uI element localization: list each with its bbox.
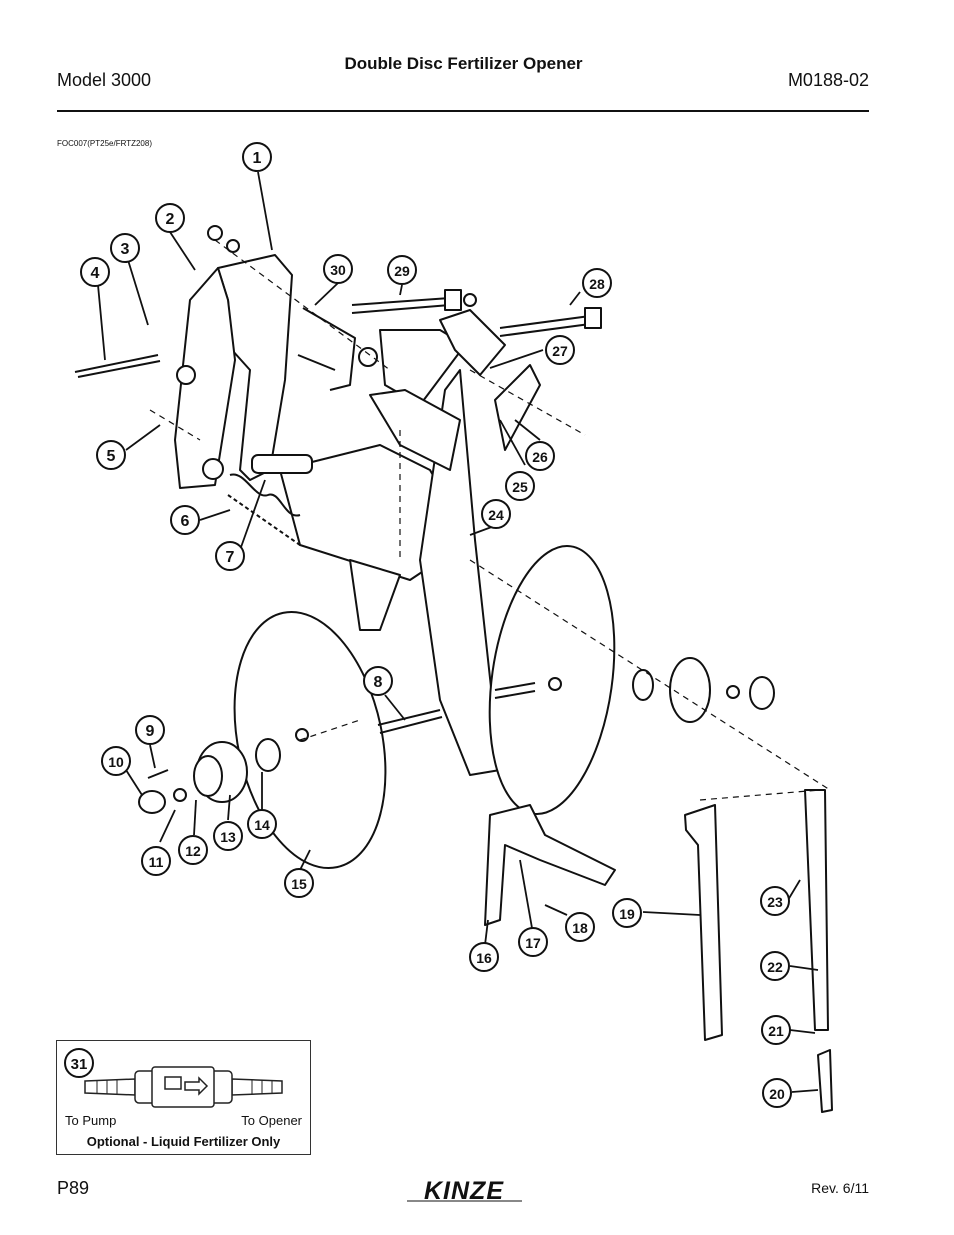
page-title: Double Disc Fertilizer Opener — [344, 54, 583, 73]
callout-circle-15 — [284, 868, 314, 898]
callout-15: 15 — [291, 876, 307, 892]
callout-circle-29 — [387, 255, 417, 285]
callout-12: 12 — [185, 843, 201, 859]
callout-31: 31 — [71, 1056, 88, 1073]
callout-24: 24 — [488, 507, 504, 523]
callout-circle-16 — [469, 942, 499, 972]
callout-1: 1 — [253, 150, 262, 167]
callout-circle-13 — [213, 821, 243, 851]
callout-20: 20 — [769, 1086, 785, 1102]
figure-id: FOC007(PT25e/FRTZ208) — [57, 139, 152, 148]
callout-circle-2 — [155, 203, 185, 233]
callout-circle-11 — [141, 846, 171, 876]
callout-circle-24 — [481, 499, 511, 529]
callout-27: 27 — [552, 343, 568, 359]
to-opener-label: To Opener — [241, 1113, 302, 1128]
callout-2: 2 — [166, 211, 175, 228]
brand-wordmark: KINZE — [424, 1177, 504, 1204]
revision-date: Rev. 6/11 — [811, 1180, 869, 1196]
callout-circle-20 — [762, 1078, 792, 1108]
to-pump-label: To Pump — [65, 1113, 117, 1128]
callout-circle-21 — [761, 1015, 791, 1045]
callout-circle-18 — [565, 912, 595, 942]
optional-check-valve-inset: 31 To Pump To Opener Optional - Liquid F… — [56, 1040, 311, 1155]
callout-19: 19 — [619, 906, 635, 922]
document-number: M0188-02 — [787, 70, 869, 90]
callout-9: 9 — [146, 723, 155, 740]
callout-circle-7 — [215, 541, 245, 571]
callout-8: 8 — [374, 674, 383, 691]
callout-25: 25 — [512, 479, 528, 495]
callout-circle-19 — [612, 898, 642, 928]
callout-26: 26 — [532, 449, 548, 465]
callout-13: 13 — [220, 829, 236, 845]
callout-16: 16 — [476, 950, 492, 966]
callout-circle-14 — [247, 809, 277, 839]
callout-4: 4 — [91, 265, 100, 282]
callout-3: 3 — [121, 241, 130, 258]
callout-circle-3 — [110, 233, 140, 263]
callout-5: 5 — [107, 448, 116, 465]
callout-7: 7 — [226, 549, 235, 566]
callout-28: 28 — [589, 276, 605, 292]
model-label: Model 3000 — [57, 70, 152, 90]
callout-circle-30 — [323, 254, 353, 284]
kinze-logo: KINZE — [407, 1177, 522, 1204]
callout-29: 29 — [394, 263, 410, 279]
callout-circle-17 — [518, 927, 548, 957]
callout-22: 22 — [767, 959, 783, 975]
callout-21: 21 — [768, 1023, 784, 1039]
callout-18: 18 — [572, 920, 588, 936]
callout-17: 17 — [525, 935, 541, 951]
callout-11: 11 — [149, 854, 164, 870]
callout-23: 23 — [767, 894, 783, 910]
header-divider — [57, 110, 869, 112]
callout-14: 14 — [254, 817, 270, 833]
callout-circle-8 — [363, 666, 393, 696]
callout-circle-27 — [545, 335, 575, 365]
callout-6: 6 — [181, 513, 190, 530]
callout-circle-10 — [101, 746, 131, 776]
callout-circle-12 — [178, 835, 208, 865]
callout-circle-28 — [582, 268, 612, 298]
callout-circle-5 — [96, 440, 126, 470]
callout-circle-6 — [170, 505, 200, 535]
callout-circle-26 — [525, 441, 555, 471]
callout-circle-25 — [505, 471, 535, 501]
callout-circle-22 — [760, 951, 790, 981]
check-valve-drawing: 31 — [64, 1048, 283, 1108]
callout-circle-23 — [760, 886, 790, 916]
callout-circle-9 — [135, 715, 165, 745]
callout-circle-4 — [80, 257, 110, 287]
callout-30: 30 — [330, 262, 346, 278]
callout-circle-1 — [242, 142, 272, 172]
page-number: P89 — [57, 1178, 90, 1198]
callout-10: 10 — [108, 754, 124, 770]
inset-caption: Optional - Liquid Fertilizer Only — [86, 1134, 281, 1149]
